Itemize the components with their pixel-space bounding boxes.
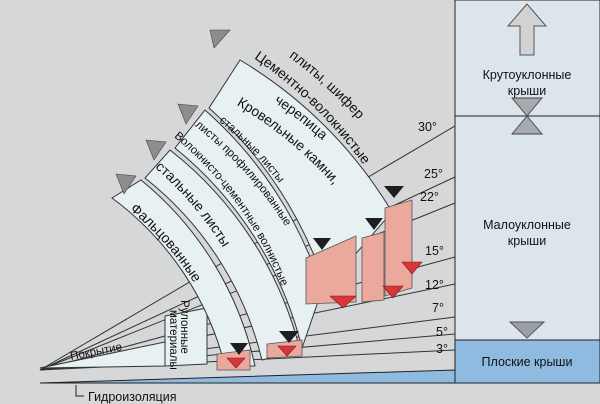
steep-zone-label-line1: Крутоуклонные <box>483 68 572 82</box>
band-seam-steel <box>111 179 256 367</box>
band-pointer-triangles <box>115 29 231 195</box>
grey-triangle-icon <box>209 29 231 49</box>
low-zone-label-line1: Малоуклонные <box>483 218 571 232</box>
boundary-marker-icon <box>510 97 544 135</box>
up-arrow-icon <box>506 3 548 56</box>
range-block-roofing <box>305 235 357 305</box>
grey-triangle-icon <box>115 173 137 195</box>
rolled-label-line2: материалы <box>167 310 179 370</box>
dark-triangle-icon <box>230 343 248 355</box>
red-min-triangles <box>226 261 423 369</box>
grey-triangle-icon <box>177 103 199 125</box>
flat-zone-label: Плоские крыши <box>482 355 573 369</box>
waterproofing-label: Гидроизоляция <box>88 390 176 404</box>
angle-label-12: 12° <box>425 278 444 292</box>
dark-triangle-icon <box>384 186 404 198</box>
angle-label-30: 30° <box>418 120 437 134</box>
angle-label-7: 7° <box>432 301 444 315</box>
red-triangle-icon <box>382 285 404 299</box>
rolled-label-line1: Рулонные <box>178 300 190 354</box>
red-triangle-icon <box>329 295 357 309</box>
grey-triangle-icon <box>145 139 167 161</box>
waterproofing-leader <box>75 385 84 397</box>
angle-label-15: 15° <box>425 244 444 258</box>
rolled-materials-panel <box>164 307 208 367</box>
dark-max-triangles <box>230 186 404 355</box>
dark-triangle-icon <box>279 331 299 343</box>
angle-label-22: 22° <box>420 190 439 204</box>
red-triangle-icon <box>226 357 246 369</box>
angle-label-25: 25° <box>424 167 443 181</box>
range-block-cement <box>384 199 413 297</box>
low-zone-label-line2: крыши <box>508 234 546 248</box>
range-block-tiles <box>361 231 385 303</box>
red-triangle-icon <box>401 261 423 275</box>
steep-zone-label-line2: крыши <box>508 84 546 98</box>
slope-range-blocks <box>216 199 413 371</box>
angle-label-5: 5° <box>436 325 448 339</box>
red-triangle-icon <box>277 345 297 357</box>
dark-triangle-icon <box>365 218 383 230</box>
flat-boundary-triangle-icon <box>508 321 546 339</box>
slope-zone-column <box>454 0 600 341</box>
angle-label-3: 3° <box>436 342 448 356</box>
dark-triangle-icon <box>313 238 331 250</box>
